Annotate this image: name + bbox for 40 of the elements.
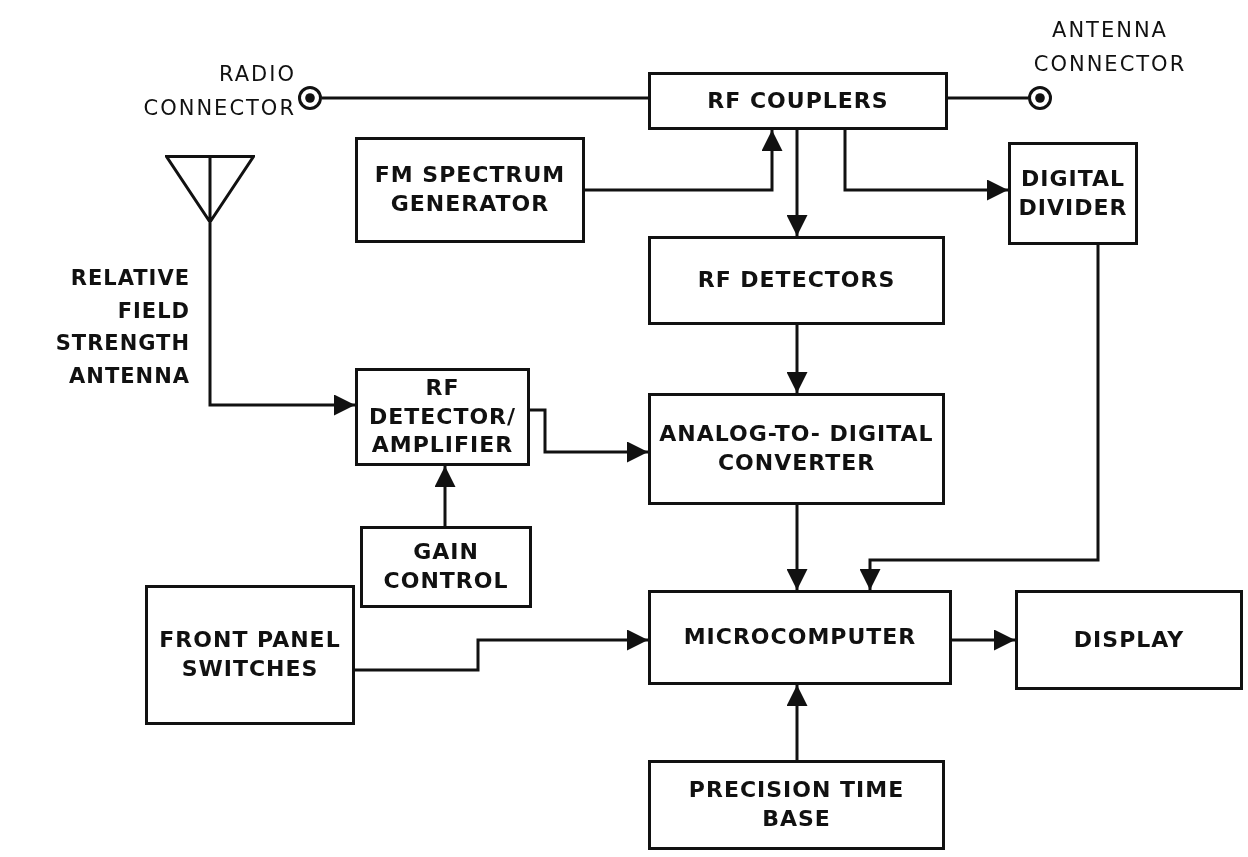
connector-arrow [355,629,648,672]
block-box [355,137,585,243]
block-box [355,368,530,466]
block-label: PRECISION TIME BASE [687,776,906,833]
connector-arrow [859,245,1100,590]
connector-arrow [530,408,648,463]
block-box [360,526,532,608]
block-box [1015,590,1243,690]
port-label: ANTENNA CONNECTOR [1032,17,1188,78]
connector-arrow [786,505,808,590]
block-box [648,72,948,130]
connector-icon [1028,86,1052,110]
connector-arrow [208,222,355,416]
block-label: ANALOG-TO- DIGITAL CONVERTER [658,420,935,477]
block-label: RF COUPLERS [707,86,889,115]
block-label: RF DETECTOR/ AMPLIFIER [367,374,518,460]
connector-arrow [585,130,783,192]
block-box [648,393,945,505]
block-label: FM SPECTRUM GENERATOR [373,161,567,218]
block-label: MICROCOMPUTER [683,623,917,652]
port-label: RELATIVE FIELD STRENGTH ANTENNA [54,265,190,390]
block-label: GAIN CONTROL [382,538,510,595]
block-box [648,760,945,850]
block-box [145,585,355,725]
block-box [648,236,945,325]
block-label: DISPLAY [1073,625,1185,654]
connector-arrow [786,685,808,760]
connector-arrow [952,629,1015,651]
connector-arrow [843,130,1008,201]
block-label: RF DETECTORS [697,266,896,295]
connector-arrow [786,325,808,393]
block-box [648,590,952,685]
antenna-icon [165,155,255,222]
block-box [1008,142,1138,245]
connector-arrow [434,466,456,526]
connector-icon [298,86,322,110]
port-label: RADIO CONNECTOR [142,61,296,122]
block-label: DIGITAL DIVIDER [1017,164,1129,222]
block-label: FRONT PANEL SWITCHES [158,626,342,683]
connector-arrow [786,130,808,236]
